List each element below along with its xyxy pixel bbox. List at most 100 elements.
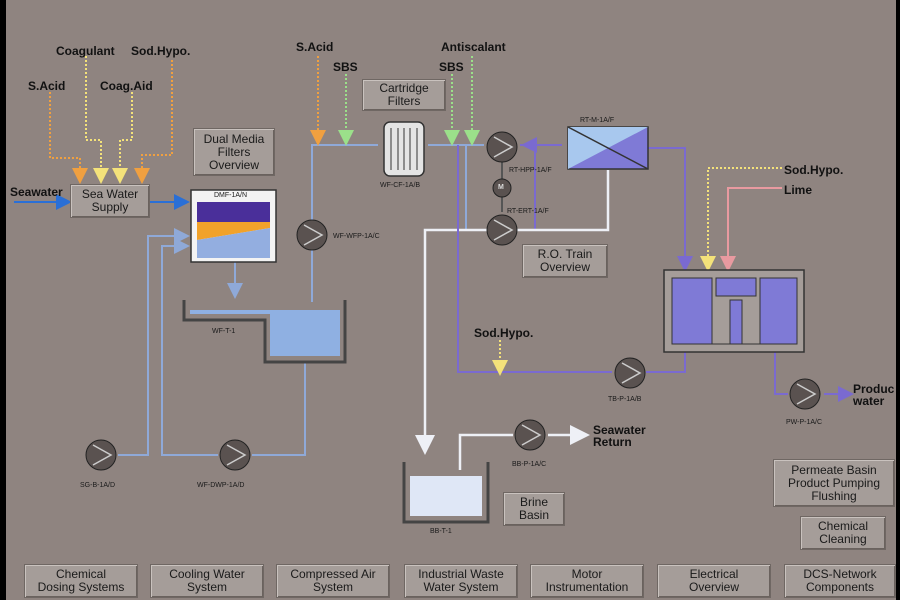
sbs-2-label: SBS (439, 60, 464, 74)
antiscalant-label: Antiscalant (441, 40, 506, 54)
pw-p-tag: PW-P-1A/C (786, 419, 823, 426)
sg-b-pump-icon[interactable] (84, 438, 118, 472)
sg-b-tag: SG-B-1A/D (80, 482, 116, 489)
sod-hypo-right-dose-line (700, 167, 782, 272)
product-basin[interactable] (663, 269, 805, 353)
brine-return-pipe (458, 433, 513, 470)
nav-motor-instrumentation-line-2: Instrumentation (545, 580, 629, 594)
basin-to-pwp-line (774, 350, 788, 395)
wf-tank (182, 300, 347, 364)
cartridge-line-1: Cartridge (379, 81, 429, 95)
lime-label: Lime (784, 183, 813, 197)
wf-dwp-pump-icon[interactable] (218, 438, 252, 472)
brine-basin (402, 462, 490, 524)
coagulant-dose-line (85, 56, 109, 184)
seawater-label: Seawater (10, 185, 63, 199)
split-to-ert-pipe (465, 145, 484, 231)
product-water-label-2: water (853, 394, 885, 408)
ro-train-line-2: Overview (539, 260, 590, 274)
nav-compressed-air-line-2: System (312, 580, 353, 594)
backwash-line-2 (161, 238, 190, 456)
permeate-tb-line (457, 145, 612, 373)
sea-water-supply-line-2: Supply (91, 200, 129, 214)
dual-media-line-1: Dual Media (203, 131, 265, 146)
permeate-line-2: Product Pumping (787, 475, 881, 490)
seawater-return-label-2: Return (593, 435, 632, 449)
permeate-line-3: Flushing (811, 488, 857, 503)
nav-industrial-waste-line-2: Water System (423, 580, 499, 594)
rt-hpp-pump-icon[interactable] (485, 130, 519, 164)
wf-dwp-tag: WF-DWP-1A/D (197, 482, 245, 489)
nav-cooling-water-line-2: System (186, 580, 227, 594)
nav-motor-instrumentation-line-1: Motor (571, 567, 603, 581)
permeate-pipe (648, 147, 693, 272)
wft-tag: WF-T-1 (212, 328, 236, 335)
rt-m-tag: RT-M-1A/F (580, 117, 615, 124)
wf-cf-tag: WF-CF-1A/B (380, 182, 421, 189)
dual-media-line-2: Filters (217, 144, 251, 159)
bb-t-tag: BB-T-1 (430, 528, 452, 535)
wf-wfp-pump-icon[interactable] (295, 218, 329, 252)
chem-cleaning-line-1: Chemical (817, 519, 868, 533)
ro-membrane[interactable] (567, 126, 649, 170)
coag-aid-dose-line (112, 92, 133, 184)
product-water-label-1: Produc (853, 382, 895, 396)
sod-hypo-low-label: Sod.Hypo. (474, 326, 534, 340)
ert-to-membrane-pipe (520, 145, 536, 231)
nav-electrical-overview-line-1: Electrical (689, 567, 739, 581)
tb-to-basin-line (646, 350, 686, 373)
sod-hypo-top-label: Sod.Hypo. (131, 44, 191, 58)
tb-p-tag: TB-P-1A/B (608, 396, 642, 403)
dual-media-filter-vessel[interactable] (190, 189, 277, 263)
lime-dose-line (720, 187, 782, 272)
coagulant-label: Coagulant (56, 44, 115, 58)
coag-aid-label: Coag.Aid (100, 79, 153, 93)
rt-ert-pump-icon[interactable] (485, 213, 519, 247)
nav-chemical-dosing-line-1: Chemical (55, 567, 106, 581)
bb-p-tag: BB-P-1A/C (512, 461, 547, 468)
permeate-line-1: Permeate Basin (791, 462, 877, 477)
tb-p-pump-icon[interactable] (613, 356, 647, 390)
backwash-line-1 (118, 228, 190, 456)
rt-hpp-tag: RT-HPP-1A/F (509, 167, 552, 174)
chem-cleaning-line-2: Cleaning (819, 532, 867, 546)
nav-compressed-air-line-1: Compressed Air (290, 567, 376, 581)
pw-p-pump-icon[interactable] (788, 377, 822, 411)
sea-water-supply-line-1: Sea Water (81, 187, 139, 201)
dual-media-line-3: Overview (208, 157, 259, 172)
s-acid-dose-line (49, 92, 88, 184)
s-acid-left-label: S.Acid (28, 79, 66, 93)
nav-dcs-network-line-1: DCS-Network (803, 567, 877, 581)
nav-dcs-network-line-2: Components (805, 580, 875, 594)
bb-p-pump-icon[interactable] (513, 418, 547, 452)
nav-industrial-waste-line-1: Industrial Waste (418, 567, 504, 581)
motor-icon (492, 178, 512, 198)
sbs-1-label: SBS (333, 60, 358, 74)
rt-ert-tag: RT-ERT-1A/F (507, 208, 549, 215)
wf-wfp-tag: WF-WFP-1A/C (333, 233, 380, 240)
dmf-tag: DMF-1A/N (214, 192, 248, 199)
nav-cooling-water-line-1: Cooling Water (169, 567, 245, 581)
nav-chemical-dosing-line-2: Dosing Systems (37, 580, 125, 594)
sod-hypo-right-label: Sod.Hypo. (784, 163, 844, 177)
motor-symbol: M (498, 184, 504, 191)
cartridge-filter-vessel[interactable] (383, 121, 425, 177)
tank-to-dwp-pipe (252, 362, 306, 456)
cartridge-line-2: Filters (387, 94, 421, 108)
